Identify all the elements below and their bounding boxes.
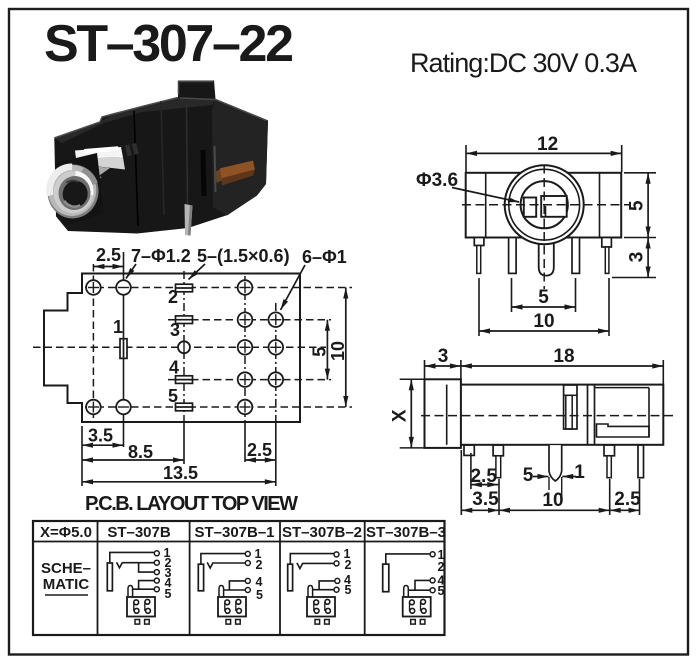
svg-text:1: 1	[574, 462, 585, 483]
svg-text:2.5: 2.5	[614, 489, 641, 510]
svg-text:4: 4	[165, 576, 172, 590]
svg-text:1: 1	[255, 547, 262, 561]
svg-text:ST–307B–3: ST–307B–3	[366, 524, 446, 541]
svg-text:4: 4	[256, 575, 263, 589]
svg-text:3: 3	[170, 320, 180, 340]
svg-text:SCHE–: SCHE–	[41, 560, 91, 577]
svg-text:1: 1	[113, 317, 123, 337]
svg-text:5: 5	[438, 584, 445, 598]
svg-text:5: 5	[345, 583, 352, 597]
svg-text:2: 2	[438, 560, 445, 574]
svg-text:10: 10	[328, 341, 348, 361]
svg-text:4: 4	[169, 358, 179, 378]
svg-text:Rating:DC 30V 0.3A: Rating:DC 30V 0.3A	[410, 48, 637, 78]
svg-text:5: 5	[310, 347, 330, 357]
svg-text:2: 2	[168, 287, 178, 307]
svg-text:2: 2	[345, 558, 352, 572]
svg-text:3.5: 3.5	[472, 489, 499, 510]
svg-text:MATIC: MATIC	[43, 576, 90, 593]
svg-text:3: 3	[165, 566, 172, 580]
svg-text:18: 18	[553, 346, 574, 367]
svg-text:5: 5	[523, 465, 534, 486]
svg-text:13.5: 13.5	[163, 463, 198, 483]
svg-text:2.5: 2.5	[470, 466, 497, 487]
svg-text:5: 5	[168, 386, 178, 406]
svg-text:10: 10	[533, 311, 554, 332]
svg-text:2.5: 2.5	[96, 245, 121, 265]
svg-text:X: X	[390, 409, 411, 422]
svg-text:2: 2	[165, 556, 172, 570]
svg-text:8.5: 8.5	[128, 442, 153, 462]
svg-text:4: 4	[438, 574, 445, 588]
svg-text:10: 10	[542, 490, 563, 511]
svg-text:5: 5	[165, 587, 172, 601]
svg-text:12: 12	[537, 134, 558, 155]
svg-text:5: 5	[256, 588, 263, 602]
svg-text:3: 3	[626, 252, 647, 263]
svg-text:1: 1	[164, 546, 171, 560]
svg-text:P.C.B. LAYOUT TOP VIEW: P.C.B. LAYOUT TOP VIEW	[85, 493, 298, 515]
svg-text:3.5: 3.5	[88, 426, 113, 446]
svg-text:Φ3.6: Φ3.6	[416, 170, 458, 191]
svg-text:1: 1	[344, 547, 351, 561]
svg-text:1: 1	[438, 548, 445, 562]
svg-text:6–Φ1: 6–Φ1	[302, 247, 347, 267]
svg-text:4: 4	[344, 573, 351, 587]
svg-text:3: 3	[438, 346, 449, 367]
svg-text:X=Φ5.0: X=Φ5.0	[40, 524, 92, 541]
svg-text:ST–307B–1: ST–307B–1	[194, 524, 274, 541]
svg-text:2.5: 2.5	[247, 440, 272, 460]
svg-text:ST–307B: ST–307B	[107, 524, 171, 541]
svg-text:7–Φ1.2: 7–Φ1.2	[131, 246, 191, 266]
svg-text:ST–307B–2: ST–307B–2	[282, 524, 362, 541]
svg-text:2: 2	[256, 558, 263, 572]
svg-text:5: 5	[538, 287, 549, 308]
svg-text:ST–307–22: ST–307–22	[44, 15, 294, 73]
svg-text:5: 5	[626, 200, 647, 211]
svg-text:5–(1.5×0.6): 5–(1.5×0.6)	[197, 246, 290, 266]
